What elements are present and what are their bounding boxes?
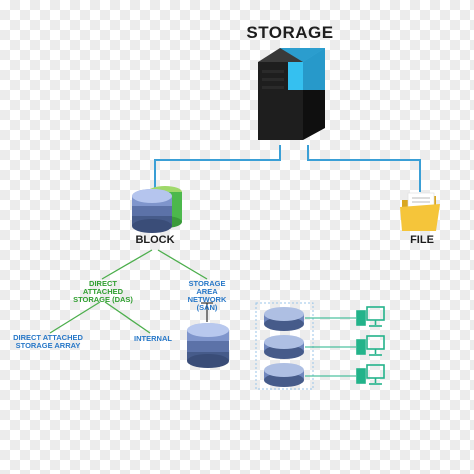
file-folder-icon — [400, 192, 440, 231]
internal-label: INTERNAL — [134, 334, 172, 343]
disk-stack-icon — [187, 323, 229, 368]
storage-branch-connectors — [154, 145, 421, 192]
file-label: FILE — [410, 234, 434, 246]
block-branch-connectors — [49, 249, 208, 334]
monitor-icon — [356, 306, 385, 327]
storage-title: STORAGE — [246, 23, 334, 42]
connector-das-to-internal — [104, 301, 151, 334]
das-array-label: DIRECT ATTACHED STORAGE ARRAY — [13, 333, 83, 350]
monitor-icon — [356, 364, 385, 385]
connector-storage-to-file — [307, 145, 421, 192]
disk-array-frame — [255, 302, 314, 390]
disk-icon — [264, 335, 304, 359]
server-tower-icon — [258, 48, 325, 140]
block-label: BLOCK — [135, 234, 175, 246]
connector-block-to-san — [157, 249, 208, 280]
san-connector — [201, 302, 213, 322]
das-label: DIRECT ATTACHED STORAGE (DAS) — [73, 279, 133, 304]
connector-storage-to-block — [154, 145, 281, 188]
monitor-icon — [356, 335, 385, 356]
connector-block-to-das — [101, 249, 153, 280]
connector-das-to-array — [49, 301, 101, 334]
disk-icon — [264, 307, 304, 331]
san-label: STORAGE AREA NETWORK (SAN) — [187, 279, 227, 312]
disk-icon — [264, 363, 304, 387]
client-connectors — [305, 317, 356, 377]
block-storage-stack-icon — [132, 186, 182, 233]
